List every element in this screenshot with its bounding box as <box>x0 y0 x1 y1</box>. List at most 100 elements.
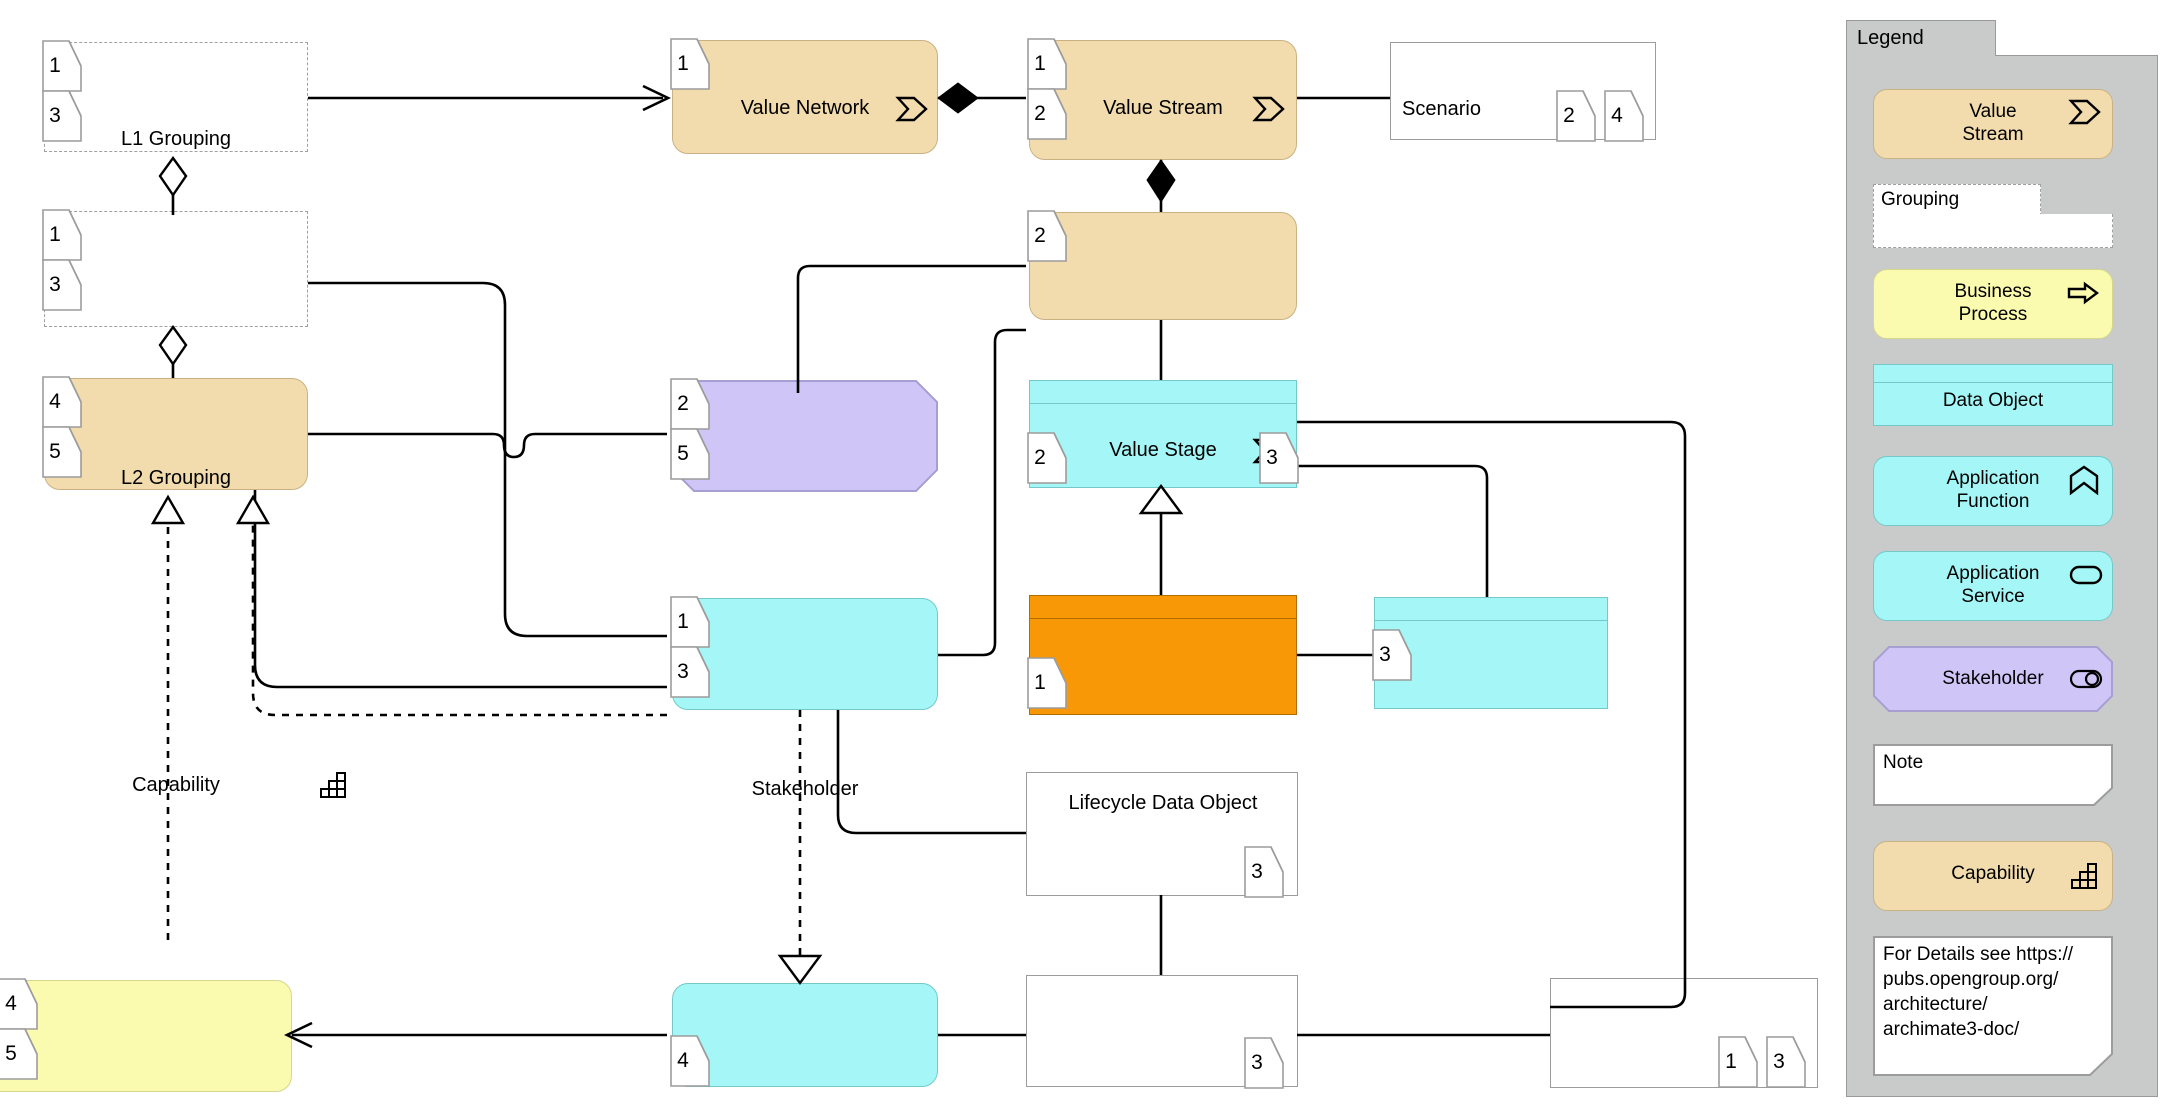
badge-2: 5 <box>670 428 710 480</box>
node-product-backbone-data-object[interactable]: Product Backbone Data Object 1 <box>1027 595 1297 715</box>
wire-ldo-attribute <box>1297 464 1489 597</box>
badge-number: 3 <box>677 660 689 683</box>
node-l2-grouping[interactable]: L2 Grouping 1 3 <box>42 209 308 489</box>
node-label: Stakeholder <box>751 778 859 800</box>
legend-item-capability[interactable]: Capability <box>1873 841 2113 911</box>
legend-details-note[interactable]: For Details see https:// pubs.opengroup.… <box>1873 936 2113 1076</box>
node-value-stream[interactable]: Value Stream 1 2 <box>1027 38 1297 160</box>
note-shape <box>1873 936 2113 1076</box>
badge-1: 1 <box>670 596 710 648</box>
badge-number: 3 <box>1773 1050 1785 1073</box>
badge-number: 5 <box>677 442 689 465</box>
legend-item-note[interactable]: Note <box>1873 744 2113 806</box>
legend-item-business-process[interactable]: Business Process <box>1873 269 2113 339</box>
badge-1: 4 <box>670 1035 710 1087</box>
node-essential-service[interactable]: Essential Service 4 <box>670 983 938 1087</box>
badge-number: 4 <box>5 992 17 1015</box>
badge-1: 1 <box>42 209 82 261</box>
badge-1: 2 <box>670 378 710 430</box>
node-value-stage[interactable]: Value Stage 2 <box>1027 210 1297 464</box>
node-shape <box>1029 212 1297 320</box>
legend-shape <box>1873 184 2041 216</box>
legend-shape <box>1873 269 2113 339</box>
legend-shape <box>1873 89 2113 159</box>
badge-2: 5 <box>42 426 82 478</box>
node-scenario[interactable]: Scenario 2 4 <box>1390 42 1656 142</box>
node-process[interactable]: Process 4 5 <box>0 978 292 1092</box>
wire-valuestage-stakeholder <box>796 264 1026 393</box>
badge-1: 1 <box>1027 38 1067 90</box>
data-object-band <box>1874 365 2112 383</box>
node-value-network[interactable]: Value Network 1 <box>670 38 938 154</box>
node-shape <box>1029 595 1297 715</box>
legend-item-grouping[interactable]: Grouping <box>1873 184 2041 216</box>
node-shape <box>44 42 308 152</box>
legend-details-text: For Details see https:// pubs.opengroup.… <box>1883 944 2074 1041</box>
badge-number: 1 <box>1034 52 1046 75</box>
node-shape <box>672 380 938 492</box>
badge-number: 4 <box>49 390 61 413</box>
node-stakeholder[interactable]: Stakeholder 2 5 <box>670 378 938 800</box>
wire-capability-stakeholder <box>308 432 667 459</box>
badge-number: 1 <box>1034 671 1046 694</box>
wire-capability-functionalcomponent <box>253 490 667 689</box>
wire-functionalcomponent-dataflow <box>836 710 1026 835</box>
badge-number: 3 <box>49 104 61 127</box>
node-relationship[interactable]: Relationship 1 3 <box>1550 978 1818 1088</box>
legend-shape <box>1873 551 2113 621</box>
wire-functionalcomponent-ldo <box>938 328 1026 657</box>
legend-item-data-object[interactable]: Data Object <box>1873 364 2113 426</box>
badge-number: 3 <box>1251 1051 1263 1074</box>
legend-tab: Legend <box>1846 20 1996 56</box>
badge-1: 1 <box>1027 657 1067 709</box>
node-data-flow[interactable]: Data Flow 3 <box>1026 772 1298 898</box>
badge-1: 4 <box>42 376 82 428</box>
badge-2: 3 <box>42 90 82 142</box>
badge-number: 1 <box>49 54 61 77</box>
legend-panel: Value Stream Grouping Business Process <box>1846 55 2158 1097</box>
legend-item-application-service[interactable]: Application Service <box>1873 551 2113 621</box>
node-sor-integration[interactable]: SoR Integration 3 <box>1026 975 1298 1089</box>
node-l1-grouping[interactable]: L1 Grouping 1 3 <box>42 40 308 152</box>
badge-1: 3 <box>1244 846 1284 898</box>
node-functional-component[interactable]: Functional Component 1 3 <box>670 596 938 710</box>
badge-number: 2 <box>1563 104 1575 127</box>
wire-functionalcomponent-capability-realization <box>251 520 667 717</box>
badge-1: 3 <box>1372 629 1412 681</box>
legend-shape <box>1873 744 2113 806</box>
badge-number: 1 <box>677 610 689 633</box>
badge-number: 5 <box>5 1042 17 1065</box>
badge-number: 4 <box>677 1049 689 1072</box>
node-capability[interactable]: Capability 4 5 <box>42 376 346 798</box>
badge-1: 2 <box>1027 432 1067 484</box>
badge-number: 3 <box>1251 860 1263 883</box>
wire-ldo-relationship <box>1297 420 1687 1009</box>
legend-item-stakeholder[interactable]: Stakeholder <box>1873 646 2113 712</box>
wire-l2-functionalcomponent <box>308 281 667 638</box>
node-label: Capability <box>132 774 220 796</box>
node-shape <box>44 378 308 490</box>
node-shape <box>0 980 292 1092</box>
capability-icon <box>320 772 348 798</box>
badge-2: 3 <box>670 646 710 698</box>
badge-1: 2 <box>1027 210 1067 262</box>
legend-item-value-stream[interactable]: Value Stream <box>1873 89 2113 159</box>
legend-shape <box>1873 841 2113 911</box>
node-shape <box>1029 380 1297 488</box>
badge-number: 5 <box>49 440 61 463</box>
badge-number: 2 <box>1034 102 1046 125</box>
badge-number: 3 <box>49 273 61 296</box>
legend-item-grouping-body <box>1873 214 2113 248</box>
badge-number: 1 <box>1725 1050 1737 1073</box>
badge-1: 2 <box>1556 90 1596 142</box>
node-lifecycle-data-object[interactable]: Lifecycle Data Object 2 3 <box>1027 380 1299 814</box>
node-shape <box>1029 40 1297 160</box>
badge-2: 3 <box>42 259 82 311</box>
legend-item-application-function[interactable]: Application Function <box>1873 456 2113 526</box>
node-attribute[interactable]: Attribute 3 <box>1372 597 1608 709</box>
badge-1: 1 <box>42 40 82 92</box>
data-object-band <box>1030 596 1296 619</box>
badge-number: 1 <box>677 52 689 75</box>
badge-1: 1 <box>670 38 710 90</box>
